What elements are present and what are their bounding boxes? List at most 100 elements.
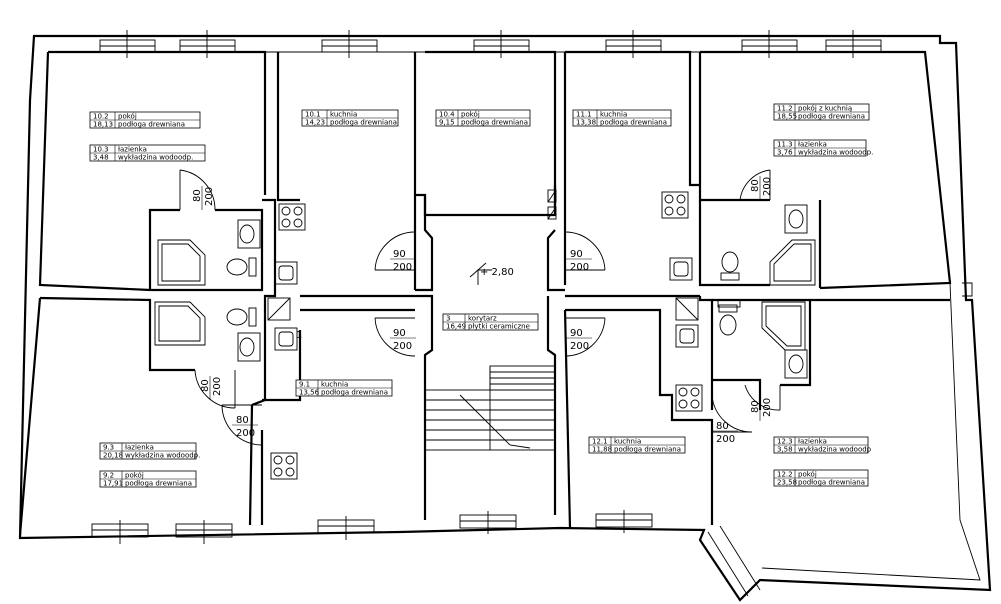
room-area: 9,15 (439, 119, 455, 127)
room-name: kuchnia (614, 438, 641, 446)
room-floor: podłoga drewniana (321, 389, 388, 397)
door-width: 90 (570, 249, 583, 260)
windows-top (99, 30, 882, 58)
room-area: 20,18 (103, 452, 123, 460)
door-height: 200 (212, 377, 223, 396)
door-swings (179, 169, 781, 446)
room-floor: płytki ceramiczne (468, 323, 530, 331)
door-dimensions: 80 200 80 200 90 200 90 200 90 200 (192, 176, 773, 445)
room-area: 3,58 (777, 446, 793, 454)
door-width: 80 (236, 415, 249, 426)
room-name: pokój (798, 471, 817, 479)
room-id: 12.3 (777, 438, 793, 446)
door-height: 200 (762, 177, 773, 196)
room-label-10-1: 10.1 kuchnia 14,23 podłoga drewniana (301, 109, 399, 127)
door-dimension: 80 200 (200, 376, 223, 400)
room-id: 10.2 (93, 113, 109, 121)
door-dimension: 80 200 (192, 186, 215, 210)
door-height: 200 (570, 341, 589, 352)
door-width: 90 (570, 328, 583, 339)
room-id: 12.1 (592, 438, 608, 446)
room-area: 17,91 (103, 480, 123, 488)
door-dimension: 80 200 (712, 421, 738, 445)
room-area: 13,38 (576, 119, 596, 127)
room-labels: 10.2 pokój 18,13 podłoga drewniana 10.3 … (89, 103, 873, 488)
windows-bottom (91, 510, 653, 544)
level-label: + 2,80 (480, 267, 514, 278)
room-label-11-2: 11.2 pokój z kuchnią 18,55 podłoga drewn… (773, 103, 870, 121)
room-id: 12.2 (777, 471, 793, 479)
room-floor: wykładzina wodoodp. (125, 452, 200, 460)
room-name: pokój z kuchnią (798, 105, 852, 113)
room-id: 11.1 (576, 111, 592, 119)
room-name: pokój (125, 472, 144, 480)
room-floor: wykładzina wodoodp. (118, 154, 193, 162)
room-id: 9.3 (103, 444, 114, 452)
door-height: 200 (204, 187, 215, 206)
section-marker: 1 (296, 330, 302, 341)
room-area: 3,76 (777, 149, 793, 157)
room-area: 18,55 (777, 113, 797, 121)
room-name: kuchnia (321, 381, 348, 389)
room-area: 11,88 (592, 446, 612, 454)
room-floor: wykładzina wodoodp (798, 446, 872, 454)
room-area: 16,49 (446, 323, 466, 331)
room-area: 18,13 (93, 121, 113, 129)
room-id: 9.1 (299, 381, 310, 389)
fixtures (154, 189, 816, 480)
room-floor: wykładzina wodoodp. (798, 149, 873, 157)
room-label-10-4: 10.4 pokój 9,15 podłoga drewniana (435, 109, 531, 127)
level-marker (469, 262, 492, 285)
room-name: pokój (461, 111, 480, 119)
room-name: łazienka (125, 444, 154, 452)
door-width: 90 (393, 328, 406, 339)
room-floor: podłoga drewniana (118, 121, 185, 129)
room-floor: podłoga drewniana (614, 446, 681, 454)
door-height: 200 (393, 341, 412, 352)
room-label-9-1: 9.1 kuchnia 13,56 podłoga drewniana (295, 379, 393, 397)
room-floor: podłoga drewniana (600, 119, 667, 127)
room-name: łazienka (798, 141, 827, 149)
room-name: łazienka (798, 438, 827, 446)
door-dimension: 90 200 (390, 328, 416, 352)
room-id: 9.2 (103, 472, 114, 480)
door-height: 200 (570, 262, 589, 273)
door-width: 80 (716, 421, 729, 432)
room-label-9-3: 9.3 łazienka 20,18 wykładzina wodoodp. (99, 442, 200, 460)
room-name: kuchnia (600, 111, 627, 119)
room-label-12-3: 12.3 łazienka 3,58 wykładzina wodoodp (773, 436, 872, 454)
room-id: 10.1 (305, 111, 321, 119)
door-dimension: 90 200 (390, 249, 416, 273)
room-area: 3,48 (93, 154, 109, 162)
room-label-9-2: 9.2 pokój 17,91 podłoga drewniana (99, 470, 197, 488)
room-floor: podłoga drewniana (125, 480, 192, 488)
room-floor: podłoga drewniana (330, 119, 397, 127)
door-width: 80 (192, 189, 203, 202)
room-area: 13,56 (299, 389, 320, 397)
staircase (424, 365, 556, 451)
door-dimension: 90 200 (566, 249, 592, 273)
door-dimension: 80 200 (750, 176, 773, 200)
room-id: 3 (446, 315, 450, 323)
room-label-3: 3 korytarz 16,49 płytki ceramiczne (442, 313, 539, 331)
room-id: 11.3 (777, 141, 793, 149)
door-width: 80 (750, 179, 761, 192)
door-dimension: 80 200 (232, 415, 258, 439)
room-name: pokój (118, 113, 137, 121)
room-label-11-3: 11.3 łazienka 3,76 wykładzina wodoodp. (773, 139, 873, 157)
room-area: 23,58 (777, 479, 797, 487)
room-name: kuchnia (330, 111, 357, 119)
room-name: korytarz (468, 315, 497, 323)
door-height: 200 (716, 434, 735, 445)
room-name: łazienka (118, 146, 147, 154)
door-height: 200 (393, 262, 412, 273)
room-label-10-3: 10.3 łazienka 3,48 wykładzina wodoodp. (89, 144, 206, 162)
room-label-11-1: 11.1 kuchnia 13,38 podłoga drewniana (572, 109, 672, 127)
room-label-12-1: 12.1 kuchnia 11,88 podłoga drewniana (588, 436, 686, 454)
room-floor: podłoga drewniana (798, 113, 865, 121)
door-dimension: 90 200 (566, 328, 592, 352)
room-id: 10.4 (439, 111, 455, 119)
room-area: 14,23 (305, 119, 325, 127)
door-height: 200 (762, 398, 773, 417)
